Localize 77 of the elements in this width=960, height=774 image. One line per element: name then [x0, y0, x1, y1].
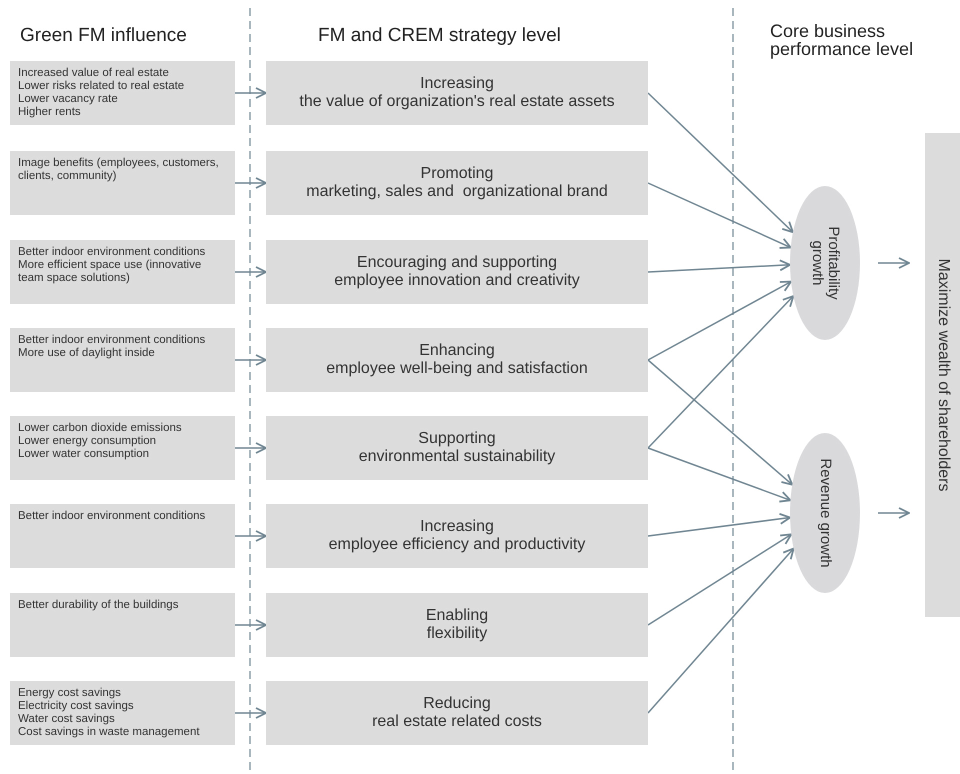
strategy-heading: Encouraging and supporting	[356, 254, 558, 272]
arrow	[648, 512, 791, 537]
strategy-box	[266, 681, 648, 745]
column-heading: Core business performance level	[770, 22, 914, 58]
influence-text: Increased value of real estate	[18, 67, 170, 80]
influence-text: Cost savings in waste management	[18, 726, 201, 739]
column-heading: Green FM influence	[20, 24, 187, 48]
influence-text: Better indoor environment conditions	[18, 246, 206, 259]
arrow	[235, 266, 267, 278]
influence-box	[10, 61, 235, 125]
influence-text: Better indoor environment conditions	[18, 510, 206, 523]
arrow	[648, 447, 792, 502]
arrow	[648, 182, 792, 249]
arrow	[878, 257, 910, 269]
influence-box	[10, 593, 235, 657]
strategy-text: environmental sustainability	[358, 448, 556, 466]
arrow	[648, 359, 794, 486]
influence-box	[10, 681, 235, 745]
arrow	[878, 507, 910, 519]
column-heading: FM and CREM strategy level	[318, 24, 561, 48]
influence-text: Lower water consumption	[18, 448, 150, 461]
influence-text: Energy cost savings	[18, 687, 122, 700]
strategy-box	[266, 240, 648, 304]
strategy-text: flexibility	[426, 625, 488, 643]
influence-text: Water cost savings	[18, 713, 116, 726]
strategy-heading: Increasing	[420, 75, 494, 93]
goal-text: Maximize wealth of shareholders	[934, 258, 952, 494]
goal-bar	[925, 133, 960, 617]
strategy-text: employee efficiency and productivity	[328, 536, 586, 554]
influence-box	[10, 328, 235, 392]
arrow	[647, 92, 794, 234]
influence-box	[10, 151, 235, 215]
strategy-text: marketing, sales and organizational brand	[306, 183, 608, 201]
outcome-text: Revenue growth	[817, 458, 833, 568]
influence-text: Lower risks related to real estate	[18, 80, 186, 93]
strategy-box	[266, 593, 648, 657]
strategy-text: employee well-being and satisfaction	[326, 360, 588, 378]
strategy-heading: Supporting	[418, 430, 496, 448]
strategy-text: real estate related costs	[372, 713, 542, 731]
strategy-heading: Enhancing	[419, 342, 495, 360]
arrow	[648, 259, 791, 273]
influence-box	[10, 416, 235, 480]
arrow	[648, 280, 792, 361]
strategy-heading: Increasing	[420, 518, 494, 536]
influence-box	[10, 504, 235, 568]
strategy-heading: Reducing	[423, 695, 491, 713]
arrow	[648, 533, 792, 626]
outcome-text: Profitability growth	[809, 225, 841, 302]
arrow	[235, 87, 267, 99]
strategy-text: the value of organization's real estate assets	[299, 93, 615, 111]
strategy-heading: Enabling	[426, 607, 488, 625]
strategy-box	[266, 416, 648, 480]
arrow	[235, 707, 267, 719]
arrow	[235, 177, 267, 189]
arrow	[235, 619, 267, 631]
strategy-box	[266, 151, 648, 215]
arrow	[647, 548, 795, 714]
arrow	[647, 295, 794, 449]
influence-text: More use of daylight inside	[18, 347, 156, 360]
arrow	[235, 354, 267, 366]
influence-box	[10, 240, 235, 304]
arrow	[235, 530, 267, 542]
influence-text: Lower energy consumption	[18, 435, 158, 448]
influence-text: Lower vacancy rate	[18, 93, 119, 106]
strategy-box	[266, 504, 648, 568]
strategy-box	[266, 328, 648, 392]
influence-text: Better indoor environment conditions	[18, 334, 206, 347]
strategy-heading: Promoting	[420, 165, 494, 183]
arrow	[235, 442, 267, 454]
influence-text: Electricity cost savings	[18, 700, 135, 713]
influence-text: Image benefits (employees, customers, clients, community)	[18, 157, 220, 183]
strategy-text: employee innovation and creativity	[334, 272, 580, 290]
influence-text: More efficient space use (innovative team space solutions)	[18, 259, 202, 285]
strategy-box	[266, 61, 648, 125]
influence-text: Better durability of the buildings	[18, 599, 180, 612]
influence-text: Higher rents	[18, 106, 82, 119]
influence-text: Lower carbon dioxide emissions	[18, 422, 183, 435]
